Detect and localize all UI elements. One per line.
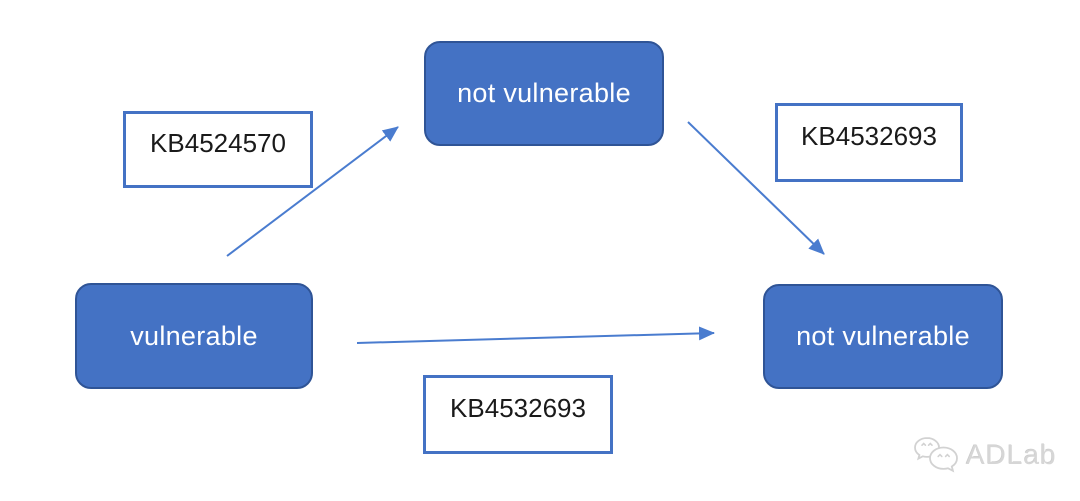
edge-label-kb4524570: KB4524570	[123, 111, 313, 188]
node-not-vulnerable-right: not vulnerable	[763, 284, 1003, 389]
edge-label-text: KB4532693	[450, 393, 586, 423]
node-not-vulnerable-top: not vulnerable	[424, 41, 664, 146]
wechat-icon	[912, 435, 960, 475]
watermark: ADLab	[912, 435, 1057, 475]
node-label: not vulnerable	[796, 321, 970, 351]
edge-label-text: KB4524570	[150, 128, 286, 158]
node-label: not vulnerable	[457, 78, 631, 108]
node-label: vulnerable	[130, 320, 258, 351]
edge-label-text: KB4532693	[801, 121, 937, 151]
edge-label-kb4532693-bottom: KB4532693	[423, 375, 613, 454]
watermark-text: ADLab	[966, 439, 1057, 470]
edge-label-kb4532693-top: KB4532693	[775, 103, 963, 182]
node-vulnerable: vulnerable	[75, 283, 313, 389]
arrow-vulnerable-to-right	[356, 326, 715, 344]
